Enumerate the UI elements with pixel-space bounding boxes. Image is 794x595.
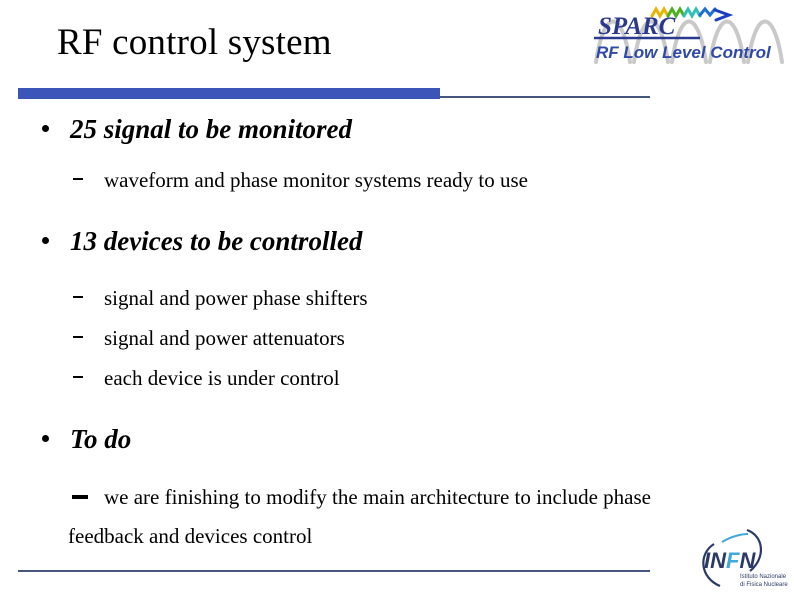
bullet-dot-icon xyxy=(42,125,49,132)
sub-bullet-label: each device is under control xyxy=(104,366,340,390)
dash-icon xyxy=(72,495,88,499)
spacer xyxy=(0,312,794,324)
sparc-wordmark: SPARC xyxy=(598,13,676,40)
sparc-logo: SPARC RF Low Level Control xyxy=(588,2,794,64)
bullet-heading-label: To do xyxy=(70,424,132,454)
bullet-heading-label: 13 devices to be controlled xyxy=(70,226,363,256)
sparc-tagline: RF Low Level Control xyxy=(596,43,772,62)
spacer xyxy=(0,392,794,422)
sparc-wave-background xyxy=(594,19,784,64)
dash-icon xyxy=(73,296,83,298)
sub-bullet-item: waveform and phase monitor systems ready… xyxy=(0,166,794,194)
sub-bullet-label: waveform and phase monitor systems ready… xyxy=(104,168,528,192)
slide-body: 25 signal to be monitored waveform and p… xyxy=(0,112,794,556)
bullet-heading: 13 devices to be controlled xyxy=(0,224,794,258)
content-section: 13 devices to be controlled signal and p… xyxy=(0,224,794,392)
bullet-dot-icon xyxy=(42,435,49,442)
dash-icon xyxy=(73,376,83,378)
spacer xyxy=(0,146,794,166)
infn-logo: INFN Istituto Nazionale di Fisica Nuclea… xyxy=(692,524,788,590)
sub-bullet-label: signal and power phase shifters xyxy=(104,286,368,310)
sub-bullet-label: we are finishing to modify the main arch… xyxy=(68,485,651,548)
sparc-zigzag-icon xyxy=(650,5,734,22)
bullet-heading-label: 25 signal to be monitored xyxy=(70,114,353,144)
spacer xyxy=(0,194,794,224)
dash-icon xyxy=(73,178,83,180)
dash-icon xyxy=(73,336,83,338)
spacer xyxy=(0,352,794,364)
infn-swoosh xyxy=(702,528,762,588)
spacer xyxy=(0,456,794,478)
sub-bullet-label: signal and power attenuators xyxy=(104,326,345,350)
sub-bullet-item: we are finishing to modify the main arch… xyxy=(0,478,794,556)
bullet-heading: To do xyxy=(0,422,794,456)
infn-swoosh-accent xyxy=(721,533,749,543)
content-section: To do we are finishing to modify the mai… xyxy=(0,422,794,556)
title-underline-bar xyxy=(18,88,440,99)
footer-divider xyxy=(18,570,650,572)
sub-bullet-item: each device is under control xyxy=(0,364,794,392)
sub-bullet-item: signal and power attenuators xyxy=(0,324,794,352)
bullet-dot-icon xyxy=(42,237,49,244)
spacer xyxy=(0,258,794,284)
page-title: RF control system xyxy=(57,22,332,63)
bullet-heading: 25 signal to be monitored xyxy=(0,112,794,146)
infn-subtitle-line2: di Fisica Nucleare xyxy=(740,582,788,588)
title-underline-rule xyxy=(440,96,650,98)
content-section: 25 signal to be monitored waveform and p… xyxy=(0,112,794,194)
infn-subtitle-line1: Istituto Nazionale xyxy=(740,574,787,580)
sub-bullet-item: signal and power phase shifters xyxy=(0,284,794,312)
infn-wordmark: INFN xyxy=(704,548,756,573)
